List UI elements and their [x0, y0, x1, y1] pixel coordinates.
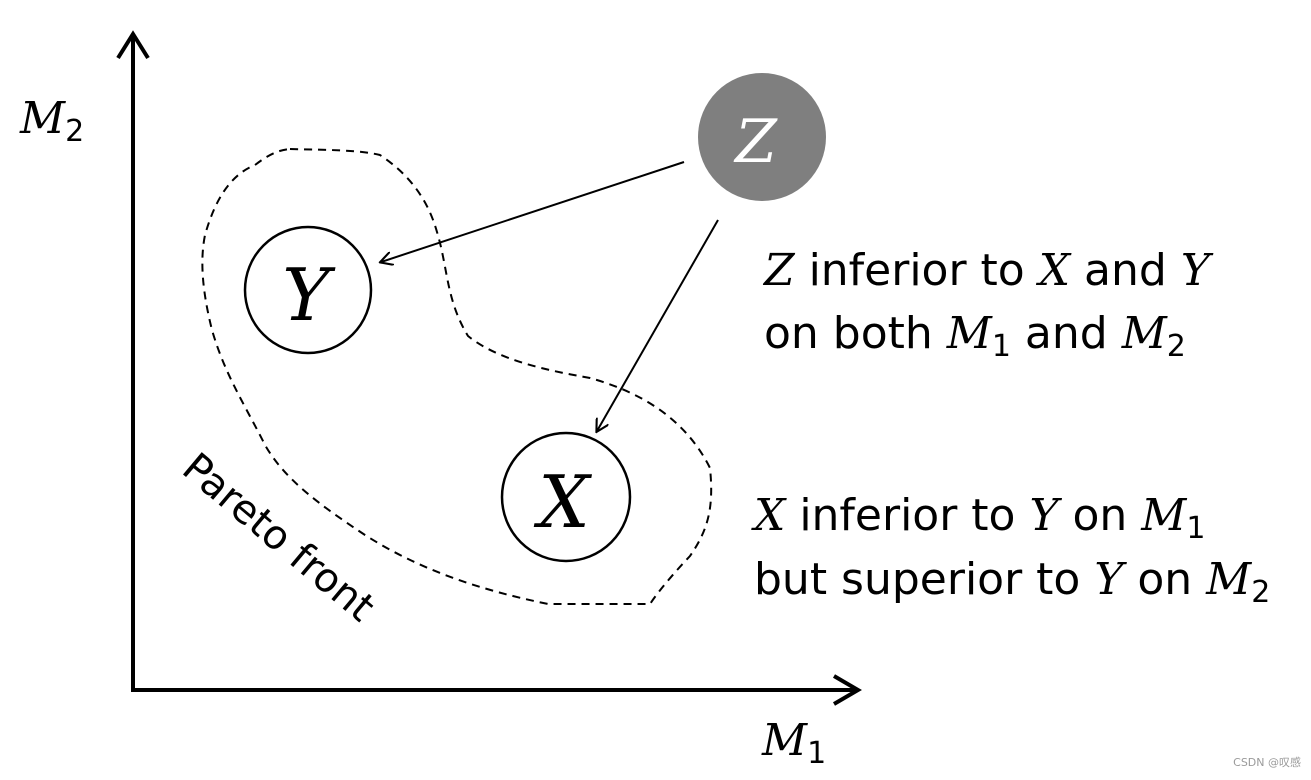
x-axis-label: M1: [761, 715, 826, 771]
x-axis-arrowhead: [832, 674, 862, 706]
node-y-label: Y: [282, 253, 336, 337]
node-y: Y: [243, 225, 373, 355]
annotation-x-line2: but superior to Y on M2: [754, 554, 1270, 610]
annotation-z-line2: on both M1 and M2: [764, 308, 1186, 364]
node-z-circle: [698, 73, 826, 201]
arrow-z-to-x: [597, 219, 719, 431]
node-x-label: X: [533, 460, 592, 544]
annotation-x-line1: X inferior to Y on M1: [751, 490, 1205, 546]
node-z-label: Z: [733, 107, 778, 177]
annotation-z-line1: Z inferior to X and Y: [762, 245, 1214, 296]
pareto-front-label: Pareto front: [174, 444, 384, 630]
watermark: CSDN @叹感: [1233, 756, 1301, 769]
pareto-front-region: [201, 147, 713, 605]
node-x: X: [500, 431, 632, 563]
y-axis-arrowhead: [116, 30, 150, 60]
node-x-circle: [500, 431, 632, 563]
arrow-z-to-y: [381, 161, 685, 262]
y-axis-label: M2: [19, 93, 84, 149]
node-z: Z: [698, 73, 826, 201]
node-y-circle: [243, 225, 373, 355]
